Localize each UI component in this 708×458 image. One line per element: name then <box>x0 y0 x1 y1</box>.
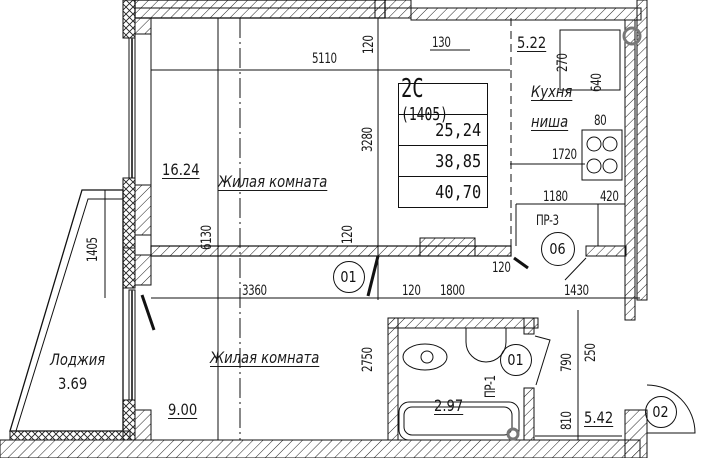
door-marker-01-a: 01 <box>333 261 365 293</box>
opening-label-pr1: ПР-1 <box>483 375 499 398</box>
room-name-kitchen-line2: ниша <box>531 112 569 131</box>
dim-room2-width: 3360 <box>242 283 267 299</box>
dim-kitchen-270: 270 <box>555 53 571 72</box>
dim-top-width: 5110 <box>312 51 337 67</box>
dim-kitchen-640: 640 <box>589 73 605 92</box>
dim-top-120: 120 <box>361 35 377 54</box>
dim-partition-120: 120 <box>340 225 356 244</box>
room-name-loggia: Лоджия <box>50 350 106 369</box>
dim-room2-height: 2750 <box>360 347 376 372</box>
dim-total-height: 6130 <box>199 225 215 250</box>
room-area-kitchen: 5.22 <box>517 33 547 52</box>
room-area-bathroom: 2.97 <box>434 396 464 415</box>
room-area-living-2: 9.00 <box>168 400 198 419</box>
dim-doorway-420: 420 <box>600 189 619 205</box>
room-area-hallway: 5.42 <box>584 408 614 427</box>
interior-walls <box>150 18 642 441</box>
room-area-living-1: 16.24 <box>162 160 200 179</box>
dim-kitchen-80: 80 <box>594 113 607 129</box>
dim-hall-250: 250 <box>583 343 599 362</box>
doors <box>140 255 696 434</box>
dim-loggia-1405: 1405 <box>85 237 101 262</box>
dim-bath-120-left: 120 <box>402 283 421 299</box>
apartment-code: (1405) <box>401 103 448 125</box>
exterior-walls <box>0 0 648 458</box>
loggia-outline <box>9 189 124 432</box>
room-name-kitchen-line1: Кухня <box>531 82 573 101</box>
door-marker-01-b: 01 <box>500 344 532 376</box>
apartment-type-cell: 2С(1405) <box>399 74 487 125</box>
dim-hall-790: 790 <box>559 353 575 372</box>
door-marker-02: 02 <box>645 396 677 428</box>
dim-kitchen-1720: 1720 <box>552 147 577 163</box>
dim-room1-height: 3280 <box>360 127 376 152</box>
room-name-living-2: Жилая комната <box>210 348 320 367</box>
bathroom-fixtures <box>398 327 520 441</box>
dim-bath-120-top: 120 <box>492 260 511 276</box>
opening-label-pr3: ПР-3 <box>536 213 559 229</box>
dim-hall-810: 810 <box>559 411 575 430</box>
room-name-living-1: Жилая комната <box>218 172 328 191</box>
dim-hall-1430: 1430 <box>564 283 589 299</box>
apartment-type: 2С <box>401 73 424 104</box>
room-area-loggia: 3.69 <box>58 374 88 393</box>
apartment-info-table: 2С(1405) 25,24 38,85 40,70 <box>398 74 488 208</box>
dimension-lines <box>104 18 640 440</box>
total-area-with-loggia-cell: 40,70 <box>399 176 487 207</box>
total-area-cell: 38,85 <box>399 145 487 176</box>
dim-top-130: 130 <box>432 35 451 51</box>
door-marker-06: 06 <box>541 232 575 266</box>
dim-bath-1800: 1800 <box>440 283 465 299</box>
dim-doorway-1180: 1180 <box>543 189 568 205</box>
living-area-cell: 25,24 <box>399 114 487 145</box>
